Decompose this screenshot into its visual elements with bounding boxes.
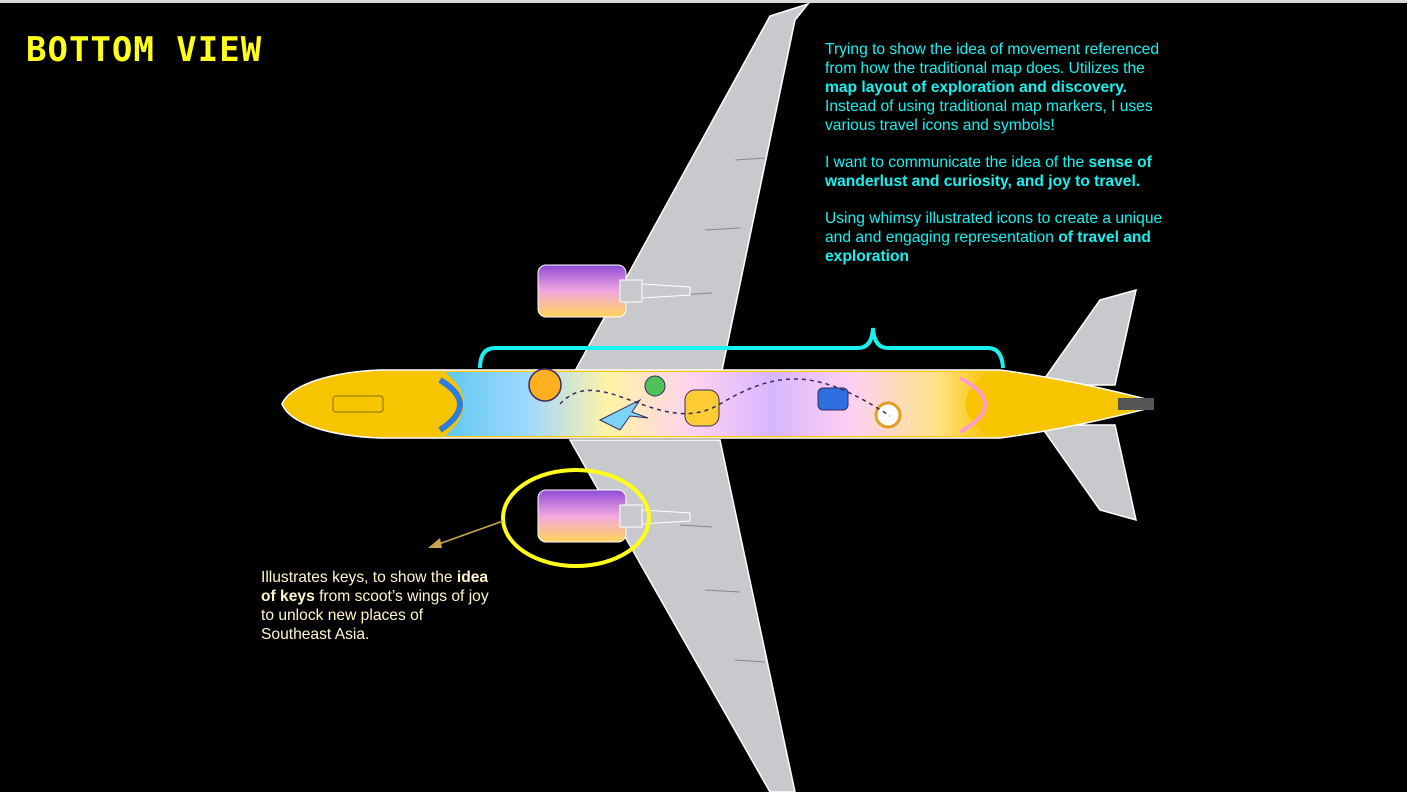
keys-annotation: Illustrates keys, to show the idea of ke… [261,568,491,644]
description-paragraph-2: I want to communicate the idea of the se… [825,153,1165,191]
keys-text: Illustrates keys, to show the [261,569,457,586]
character-icon [684,389,720,427]
engine-highlight-circle [501,468,651,568]
callout-arrow [428,520,504,548]
desc-emphasis: of travel and exploration [825,229,1151,265]
camera-icon [817,387,849,411]
lower-stabilizer [1038,424,1138,522]
desc-text: Trying to show the idea of movement refe… [825,41,1159,77]
lower-engine [537,489,691,543]
keys-text: from scoot’s wings of joy to unlock new … [261,588,489,643]
design-description: Trying to show the idea of movement refe… [825,40,1165,284]
keys-emphasis: idea of keys [261,569,489,605]
airplane-icon [598,398,649,431]
balloon-icon [644,375,666,397]
compass-icon [874,401,902,429]
desc-emphasis: map layout of exploration and discovery. [825,79,1128,96]
upper-wing [568,2,811,381]
livery-bracket [478,327,1005,369]
description-paragraph-3: Using whimsy illustrated icons to create… [825,209,1165,266]
fuselage-hatch [332,395,384,413]
livery-icons [528,368,902,431]
desc-text: Instead of using traditional map markers… [825,98,1153,134]
tail-chevron [959,376,987,434]
description-paragraph-1: Trying to show the idea of movement refe… [825,40,1165,135]
desc-emphasis: sense of wanderlust and curiosity, and j… [825,154,1152,190]
dashed-route [559,378,891,417]
livery-swirl [438,377,463,433]
desc-text: I want to communicate the idea of the [825,154,1089,171]
top-border [0,0,1407,3]
upper-engine [537,264,691,318]
tail-cone [1118,398,1154,410]
upper-stabilizer [1038,288,1138,386]
wing-flap-marks [679,157,766,663]
page-title: BOTTOM VIEW [26,30,263,70]
sun-icon [528,368,562,402]
desc-text: Using whimsy illustrated icons to create… [825,210,1163,246]
